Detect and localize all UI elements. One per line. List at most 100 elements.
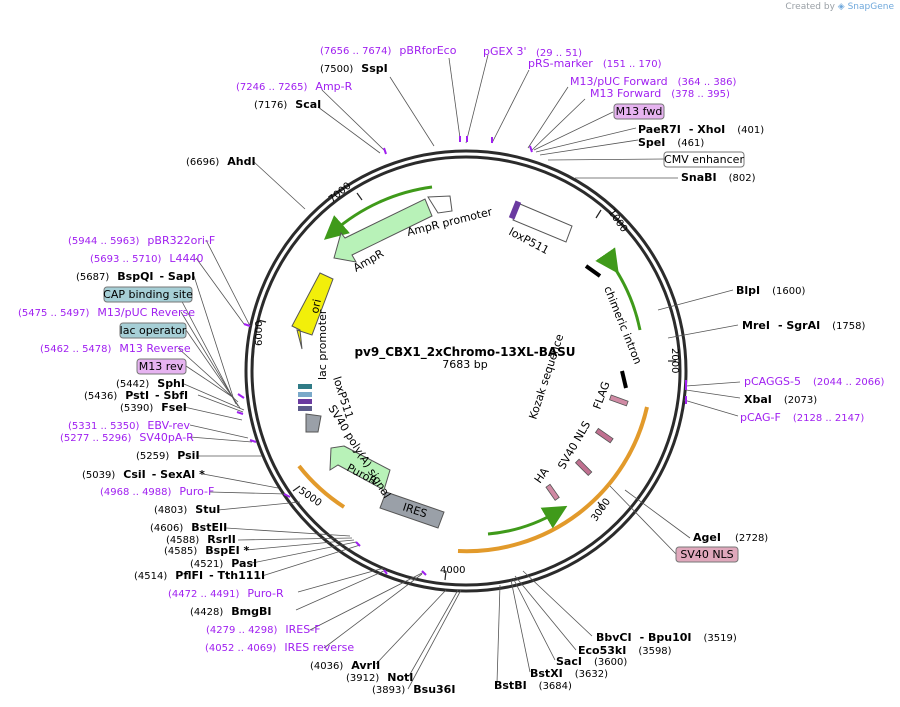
primer-m13-reverse[interactable]: (5462 .. 5478)M13 Reverse [40,342,191,355]
primer-ires-reverse[interactable]: (4052 .. 4069)IRES reverse [205,641,354,654]
ampr-promoter-arrow[interactable] [427,195,453,214]
label-ha: HA [532,465,552,486]
sv40-nls-tag-2[interactable] [574,458,593,477]
enzyme-xbai[interactable]: XbaI(2073) [744,393,817,406]
ires-box[interactable] [379,491,445,529]
enzyme-sphi[interactable]: (5442)SphI [116,377,185,390]
label-sv40-nls-inner: SV40 NLS [555,419,593,472]
box-lac-operator-label: lac operator [120,324,187,337]
credit-brand: SnapGene [847,2,894,12]
feature-arc-cds-orange[interactable] [457,406,649,554]
lac-site-4 [298,406,312,411]
enzyme-bstxi[interactable]: BstXI(3632) [530,667,608,680]
primer-puro-f[interactable]: (4968 .. 4988)Puro-F [100,485,214,498]
feature-arc-chimeric-intron[interactable] [595,247,642,331]
enzyme-rsrii[interactable]: (4588)RsrII [166,533,236,546]
backbone-inner-strand [250,155,682,587]
enzyme-bsu36i[interactable]: (3893)Bsu36I [372,683,455,696]
enzyme-scai[interactable]: (7176)ScaI [254,98,321,111]
label-lac-promoter: lac promoter [316,309,329,380]
feature-arc-ampr-promoter[interactable] [323,185,433,240]
sv40-nls-tag-1[interactable] [594,427,614,444]
primer-m13-forward[interactable]: M13 Forward(378 .. 395) [590,87,730,100]
box-m13-rev[interactable] [136,358,187,375]
tick-label-4000: 4000 [440,565,465,576]
box-m13-fwd-label: M13 fwd [616,105,663,118]
enzyme-csii-sexai[interactable]: (5039)CsiI- SexAI * [82,468,205,481]
primer-m13-puc-reverse[interactable]: (5475 .. 5497)M13/pUC Reverse [18,306,195,319]
primer-sv40pa-r[interactable]: (5277 .. 5296)SV40pA-R [60,431,194,444]
enzyme-stui[interactable]: (4803)StuI [154,503,220,516]
lac-site-1 [298,384,312,389]
primer-ires-f[interactable]: (4279 .. 4298)IRES-F [206,623,321,636]
enzyme-psti-sbfi[interactable]: (5436)PstI- SbfI [84,389,188,402]
snapgene-logo-icon: ◈ [837,2,845,12]
enzyme-agei[interactable]: AgeI(2728) [693,531,768,544]
enzyme-bstbi[interactable]: BstBI(3684) [494,679,572,692]
loxp511-top-marker [508,200,522,220]
box-sv40-nls-label: SV40 NLS [680,548,733,561]
enzyme-fsei[interactable]: (5390)FseI [120,401,187,414]
enzyme-spei[interactable]: SpeI(461) [638,136,704,149]
feature-arc-puro-orange[interactable] [297,464,346,509]
primer-pcag-f[interactable]: pCAG-F(2128 .. 2147) [740,411,864,424]
primer-pbr322ori-f[interactable]: (5944 .. 5963)pBR322ori-F [68,234,215,247]
enzyme-psii[interactable]: (5259)PsiI [136,449,200,462]
enzyme-eco53ki[interactable]: Eco53kI(3598) [578,644,672,657]
feature-arc-lower-green[interactable] [487,505,568,536]
box-cap-binding-site-label: CAP binding site [103,288,193,301]
enzyme-noti[interactable]: (3912)NotI [346,671,413,684]
box-cmv-enhancer-label: CMV enhancer [664,153,744,166]
tick-label-2000: 2000 [669,348,680,373]
primer-ebv-rev[interactable]: (5331 .. 5350)EBV-rev [68,419,190,432]
enzyme-bsteii[interactable]: (4606)BstEII [150,521,227,534]
box-cap-binding-site[interactable] [103,286,193,303]
leader-lines [177,54,741,690]
tick-marks [257,192,676,581]
lac-site-2 [298,392,312,397]
feature-black-mark-1 [584,264,602,278]
enzyme-pasi[interactable]: (4521)PasI [190,557,257,570]
enzyme-blpi[interactable]: BlpI(1600) [736,284,805,297]
label-ori: ori [308,298,324,315]
primer-pcaggs-5[interactable]: pCAGGS-5(2044 .. 2066) [744,375,885,388]
enzyme-mrei-sgrai[interactable]: MreI- SgrAI(1758) [742,319,866,332]
enzyme-bspqi-sapi[interactable]: (5687)BspQI- SapI [76,270,195,283]
sv40-polya-arrow[interactable] [329,445,391,491]
ori-arrow[interactable] [291,272,334,350]
ampr-arrow[interactable] [333,198,433,263]
grey-small-box [305,413,322,433]
box-m13-rev-label: M13 rev [139,360,184,373]
ha-tag[interactable] [545,483,560,501]
primer-pbrforeco[interactable]: (7656 .. 7674)pBRforEco [320,44,457,57]
feature-black-mark-2 [620,370,628,389]
enzyme-bmgbi[interactable]: (4428)BmgBI [190,605,271,618]
primer-pgex3[interactable]: pGEX 3' [483,45,527,58]
primer-ring-marks [236,136,687,576]
enzyme-sspi[interactable]: (7500)SspI [320,62,388,75]
plasmid-name: pv9_CBX1_2xChromo-13XL-BASU [354,345,575,360]
enzyme-ahdi[interactable]: (6696)AhdI [186,155,256,168]
primer-l4440[interactable]: (5693 .. 5710)L4440 [90,252,204,265]
label-flag: FLAG [591,380,613,411]
enzyme-saci[interactable]: SacI(3600) [556,655,627,668]
enzyme-avrii[interactable]: (4036)AvrII [310,659,380,672]
plasmid-length: 7683 bp [442,358,487,371]
enzyme-bbvci-bpu10i[interactable]: BbvCI- Bpu10I(3519) [596,631,737,644]
flag-tag[interactable] [609,394,629,407]
primer-prs-marker[interactable]: pRS-marker(151 .. 170) [528,57,662,70]
enzyme-snabi[interactable]: SnaBI(802) [681,171,756,184]
primer-m13-puc-forward[interactable]: M13/pUC Forward(364 .. 386) [570,75,736,88]
primer-amp-r[interactable]: (7246 .. 7265)Amp-R [236,80,353,93]
enzyme-pflfi-tth111i[interactable]: (4514)PflFI- Tth111I [134,569,265,582]
enzyme-paer7i-xhoi[interactable]: PaeR7I- XhoI(401) [638,123,764,136]
enzyme-bspei[interactable]: (4585)BspEI * [164,544,250,557]
box-lac-operator[interactable] [119,322,187,339]
primer-pgex3-range: (29 .. 51) [536,48,582,59]
box-sv40-nls[interactable] [675,546,739,563]
primer-puro-r[interactable]: (4472 .. 4491)Puro-R [168,587,284,600]
backbone-outer-strand [244,149,688,593]
box-m13-fwd[interactable] [613,103,665,120]
box-cmv-enhancer[interactable] [663,151,745,168]
